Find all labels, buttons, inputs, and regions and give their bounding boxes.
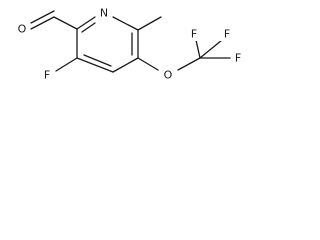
atom-cf3-fluorine-top-right: F <box>220 27 234 41</box>
ring-nitrogen-label: N <box>100 7 108 20</box>
chemical-structure-diagram: N O F O F F F <box>15 6 245 82</box>
bond-c4-c3 <box>76 57 114 73</box>
bond-c3-f <box>55 57 78 72</box>
bond-cho-o-1 <box>30 16 55 30</box>
atom-ring-nitrogen: N <box>97 6 111 20</box>
bond-c4-c3-inner <box>83 54 112 67</box>
atom-cf3-fluorine-right: F <box>231 51 245 65</box>
atom-ether-oxygen: O <box>161 68 175 82</box>
atom-ring-fluorine: F <box>40 68 54 82</box>
bond-c5-o <box>137 57 159 71</box>
bond-n1-c2-inner <box>81 22 96 33</box>
ether-oxygen-label: O <box>164 69 173 82</box>
bond-c2-cho <box>53 16 78 30</box>
cf3-fluorine-top-left-label: F <box>191 28 197 41</box>
ring-fluorine-label: F <box>44 69 50 82</box>
bond-n1-c6 <box>112 16 139 31</box>
bond-cf3-f-top-right <box>199 39 223 59</box>
aldehyde-oxygen-label: O <box>18 23 27 36</box>
bond-cf3-f-top-left <box>195 39 201 59</box>
bond-c5-c4 <box>112 57 139 73</box>
cf3-fluorine-top-right-label: F <box>224 28 230 41</box>
bond-c2-n1 <box>76 16 96 30</box>
cf3-fluorine-right-label: F <box>235 52 241 65</box>
bond-c6-methyl <box>137 16 162 31</box>
bond-cho-o-2 <box>30 10 55 24</box>
bond-o-cf3 <box>177 57 201 71</box>
bond-lines <box>30 10 231 73</box>
atom-cf3-fluorine-top-left: F <box>187 27 201 41</box>
atom-labels: N O F O F F F <box>15 6 245 82</box>
atom-aldehyde-oxygen: O <box>15 22 29 36</box>
